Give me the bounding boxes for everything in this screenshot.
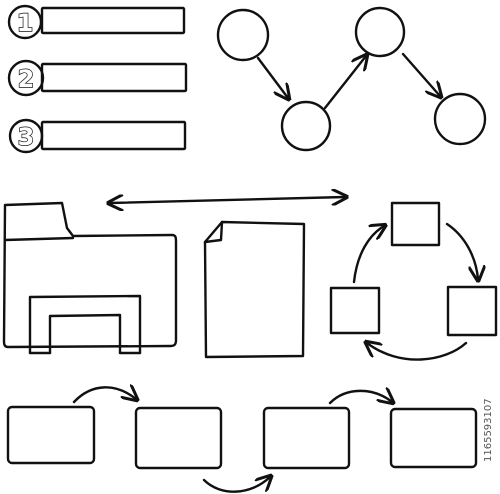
double-headed-arrow [110, 197, 345, 203]
list-item-bar [40, 120, 187, 151]
cycle-arrow [367, 343, 468, 361]
cycle-node-box [329, 286, 381, 335]
stock-image-id: 1165593107 [483, 398, 494, 462]
flow-arrow [401, 52, 440, 96]
flow-arrow [323, 56, 366, 110]
document-page [203, 220, 306, 359]
flow-arrow [256, 56, 288, 98]
flow-node-circle [280, 100, 332, 152]
number-label: 2 [18, 65, 35, 93]
list-item: 1 [7, 4, 186, 40]
process-arrow [202, 477, 270, 493]
zigzag-circle-flow [216, 6, 487, 152]
flow-node-circle [433, 92, 487, 146]
cycle-arrow [352, 226, 384, 284]
list-item-bar [40, 62, 188, 93]
process-flow [6, 387, 478, 493]
cycle-arrow [445, 222, 478, 279]
list-item-bar [40, 6, 186, 35]
cycle-node-box [446, 285, 498, 337]
list-item: 3 [8, 118, 187, 154]
numbered-list: 1 2 3 [7, 4, 188, 154]
process-arrow [72, 387, 136, 404]
document-fold [203, 220, 224, 244]
flow-node-circle [216, 8, 270, 62]
cycle-node-box [390, 201, 441, 247]
folder-cutout-inner [48, 313, 122, 355]
number-badge [7, 4, 43, 40]
folder-back [2, 201, 178, 349]
number-label: 3 [18, 123, 35, 151]
list-item: 2 [7, 59, 188, 97]
folder-cutout [28, 294, 142, 355]
folder-tab-edge [3, 236, 75, 242]
process-arrow [328, 391, 392, 403]
document-icon [203, 220, 306, 359]
number-badge [8, 118, 44, 154]
number-label: 1 [17, 9, 34, 37]
folder-icon [2, 201, 178, 355]
process-step-box [389, 407, 478, 469]
cycle-diagram [329, 201, 498, 361]
process-step-box [6, 405, 96, 465]
process-step-box [134, 406, 223, 470]
flow-node-circle [354, 6, 406, 58]
process-step-box [262, 406, 351, 470]
number-badge [7, 59, 45, 97]
